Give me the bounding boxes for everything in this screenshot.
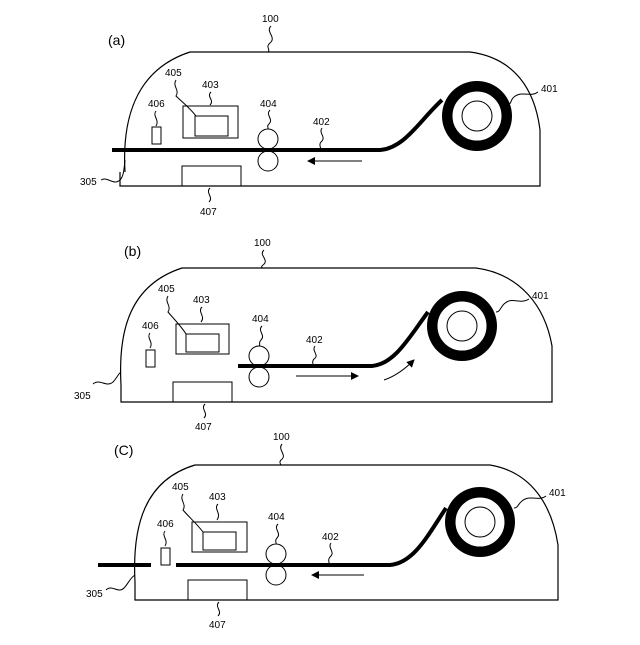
- panel-a: (a) 100 401 402 404 403 405 406: [80, 14, 558, 218]
- panel-c-leader-lower-unit: [217, 602, 219, 616]
- panel-a-leader-tape: [320, 128, 323, 150]
- panel-c-leader-unit: [216, 504, 218, 520]
- panel-a-ref-roll: 401: [541, 84, 558, 95]
- panel-c-leader-housing: [280, 444, 284, 465]
- panel-c: (C) 100 401 402 404 403 405 406 407 3: [86, 432, 566, 631]
- panel-c-roll-core: [465, 507, 495, 537]
- panel-c-roller-bottom: [266, 565, 286, 585]
- panel-a-ref-sensor: 406: [148, 99, 165, 110]
- panel-b-ref-inner: 405: [158, 284, 175, 295]
- panel-c-sensor: [161, 548, 170, 565]
- panel-b-lower-unit: [173, 382, 232, 402]
- panel-b-ref-housing: 100: [254, 238, 271, 249]
- panel-a-ref-rollers: 404: [260, 99, 277, 110]
- panel-a-leader-rollers: [268, 110, 271, 129]
- panel-b-leader-lower-unit: [203, 404, 205, 418]
- panel-b-ref-roll: 401: [532, 291, 549, 302]
- panel-c-ref-tape: 402: [322, 532, 339, 543]
- panel-c-unit-inner: [203, 532, 236, 550]
- panel-c-label: (C): [114, 442, 133, 458]
- panel-c-ref-unit: 403: [209, 492, 226, 503]
- panel-b-ref-sensor: 406: [142, 321, 159, 332]
- panel-c-lower-unit: [188, 580, 247, 600]
- panel-c-roller-top: [266, 544, 286, 564]
- panel-c-ref-sensor: 406: [157, 519, 174, 530]
- panel-c-leader-roll: [514, 496, 546, 508]
- panel-a-leader-unit: [209, 92, 211, 105]
- panel-a-leader-outlet: [101, 160, 125, 182]
- panel-a-roll-core: [462, 101, 492, 131]
- panel-a-roller-bottom: [258, 151, 278, 171]
- panel-c-leader-outlet: [106, 575, 135, 590]
- panel-b-leader-unit: [200, 307, 202, 322]
- panel-c-ref-inner: 405: [172, 482, 189, 493]
- panel-a-leader-sensor: [155, 111, 157, 126]
- panel-b-sensor: [146, 350, 155, 367]
- panel-c-ref-housing: 100: [273, 432, 290, 443]
- panel-a-ref-unit: 403: [202, 80, 219, 91]
- panel-c-leader-tape: [329, 543, 333, 565]
- panel-a-unit-inner: [195, 116, 228, 136]
- panel-b-unit: [176, 324, 229, 354]
- panel-a-sensor: [152, 127, 161, 144]
- panel-a-ref-inner: 405: [165, 68, 182, 79]
- panel-b-leader-outlet: [93, 372, 121, 384]
- panel-c-leader-rollers: [276, 524, 279, 544]
- panel-b: (b) 100 401 402 404 403 405 406 407 305: [74, 238, 552, 433]
- panel-a-ref-lower-unit: 407: [200, 207, 217, 218]
- panel-b-roller-bottom: [249, 367, 269, 387]
- panel-b-leader-roll: [496, 299, 529, 312]
- panel-c-ref-lower-unit: 407: [209, 620, 226, 631]
- panel-b-leader-rollers: [259, 326, 263, 346]
- panel-b-roller-top: [249, 346, 269, 366]
- panel-a-leader-inner: [175, 80, 196, 116]
- panel-a-leader-housing: [268, 26, 272, 52]
- panel-c-ref-roll: 401: [549, 488, 566, 499]
- panel-b-ref-lower-unit: 407: [195, 422, 212, 433]
- panel-c-tape: [176, 508, 446, 565]
- panel-b-arrow-curved: [384, 360, 414, 380]
- panel-a-roller-top: [258, 129, 278, 149]
- panel-b-unit-inner: [186, 334, 219, 352]
- panel-a-label: (a): [108, 32, 125, 48]
- panel-b-leader-housing: [262, 250, 266, 268]
- panel-a-ref-tape: 402: [313, 117, 330, 128]
- panel-b-ref-outlet: 305: [74, 391, 91, 402]
- panel-b-roll-core: [447, 311, 477, 341]
- panel-b-label: (b): [124, 243, 141, 259]
- panel-a-lower-unit: [182, 166, 241, 186]
- panel-b-leader-tape: [313, 346, 317, 366]
- panel-b-ref-unit: 403: [193, 295, 210, 306]
- panel-b-ref-rollers: 404: [252, 314, 269, 325]
- panel-c-leader-sensor: [164, 531, 166, 546]
- panel-c-unit: [192, 522, 247, 552]
- panel-b-ref-tape: 402: [306, 335, 323, 346]
- panel-b-leader-sensor: [149, 333, 151, 348]
- panel-c-ref-outlet: 305: [86, 589, 103, 600]
- panel-a-ref-outlet: 305: [80, 177, 97, 188]
- panel-a-leader-lower-unit: [208, 188, 210, 202]
- panel-c-ref-rollers: 404: [268, 512, 285, 523]
- panel-a-ref-housing: 100: [262, 14, 279, 25]
